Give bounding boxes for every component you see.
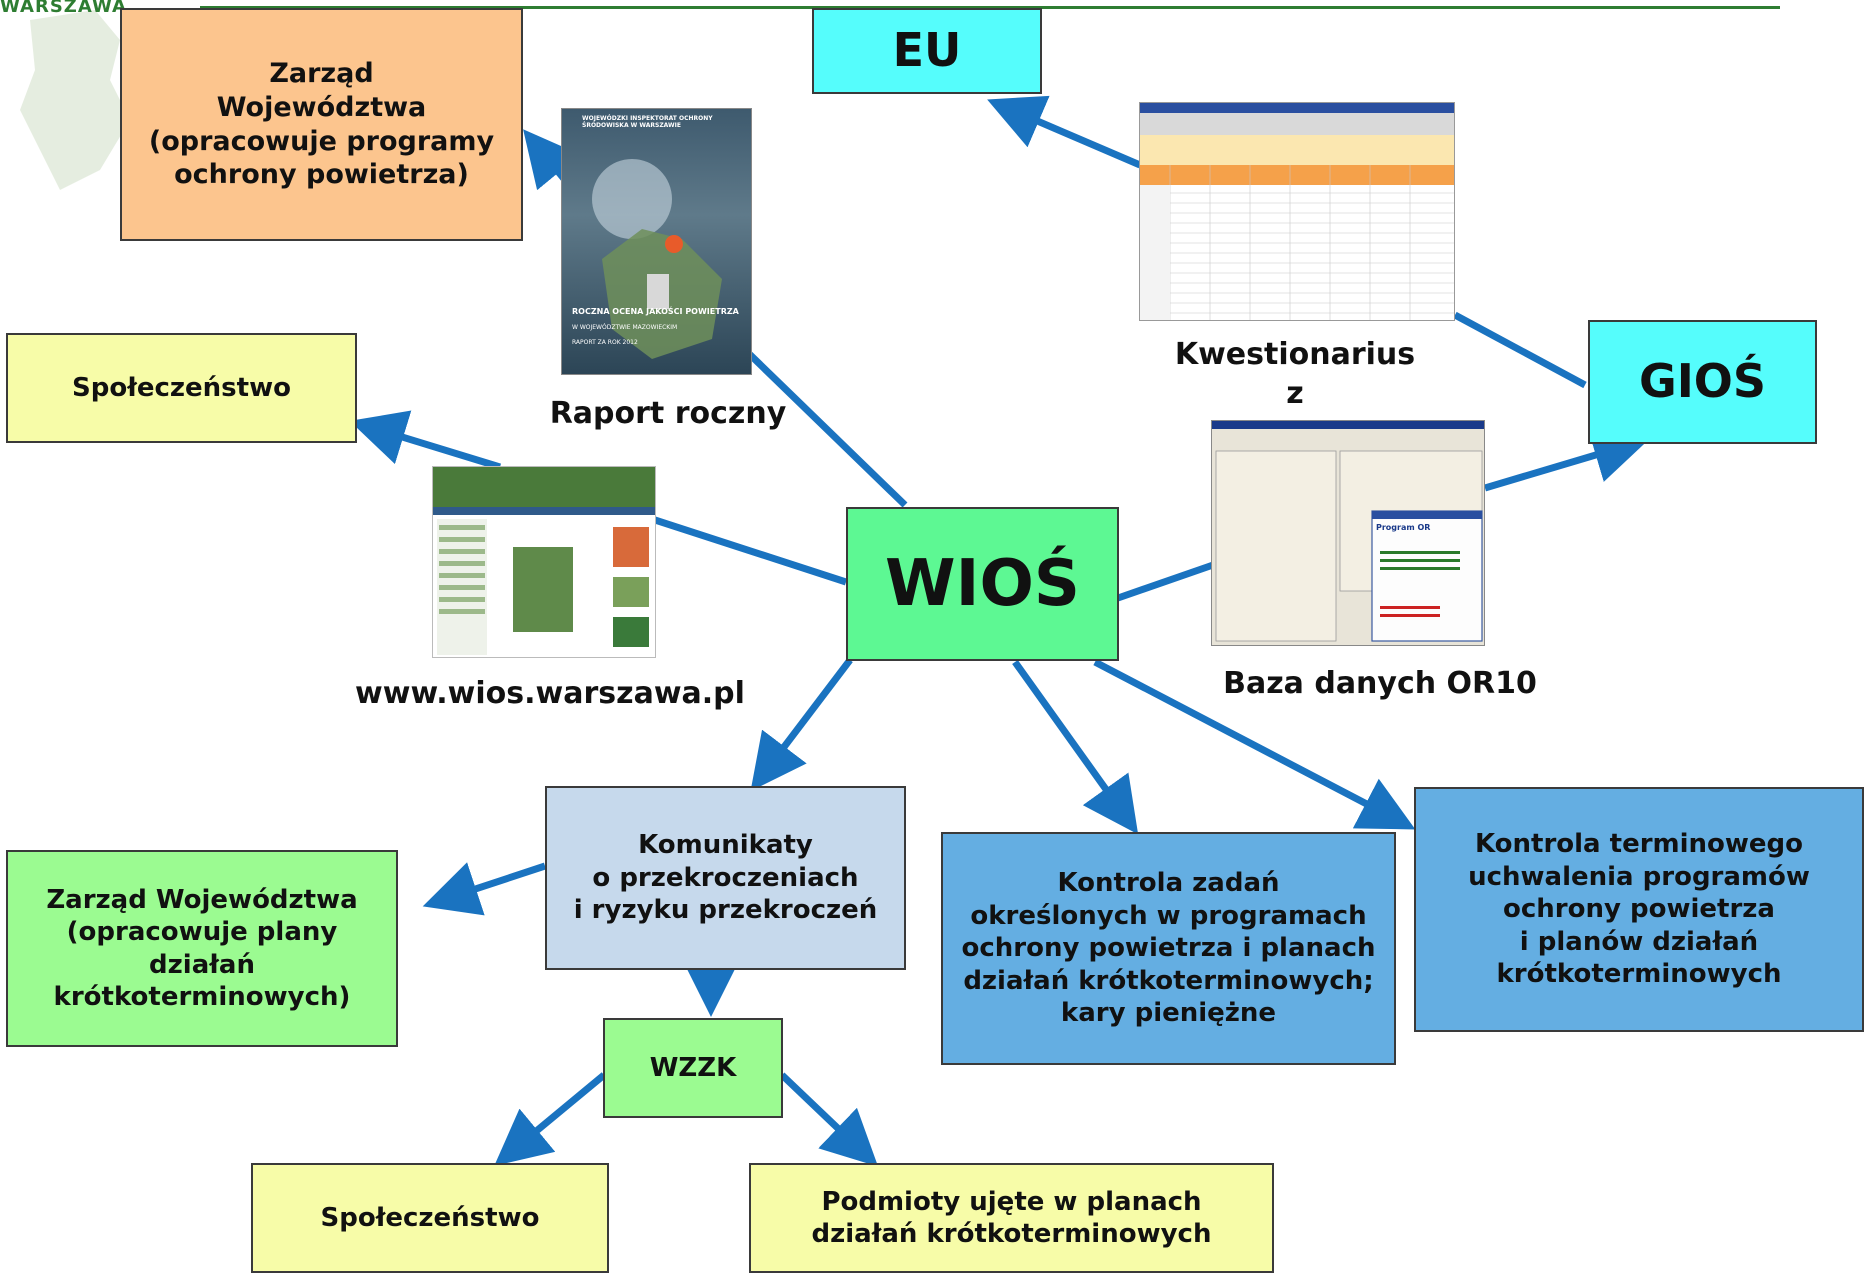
kwestionariusz-spreadsheet-image [1139,102,1455,321]
arrow-wios-kzadan [1012,659,1139,835]
spoleczenstwo-top-box: Społeczeństwo [6,333,357,443]
line: Kontrola zadań [1057,868,1280,899]
gios-box: GIOŚ [1588,320,1817,444]
gios-label: GIOŚ [1638,354,1767,409]
line: Zarząd Województwa [46,884,358,915]
arrow-wios-raport [737,342,908,508]
raport-cover-year: RAPORT ZA ROK 2012 [572,339,638,346]
line: Podmioty ujęte w planach [821,1186,1202,1217]
eu-box: EU [812,8,1042,94]
arrow-wios-komun [750,657,853,792]
arrow-wzzk-spol [494,1072,607,1166]
spreadsheet-graphic [1140,103,1454,320]
raport-cover-subtitle: W WOJEWÓDZTWIE MAZOWIECKIM [572,324,678,331]
arrow-wios-kterm [1093,658,1416,830]
or10-graphic [1212,421,1484,642]
raport-cover-graphic [592,159,722,359]
eu-label: EU [892,23,962,78]
line: uchwalenia programów [1468,861,1810,892]
line: krótkoterminowych [1496,959,1782,990]
website-screenshot-image [432,466,656,658]
raport-cover-header: WOJEWÓDZKI INSPEKTORAT OCHRONY ŚRODOWISK… [582,115,713,130]
arrow-web-spol [349,410,502,471]
raport-cover-title: ROCZNA OCENA JAKOŚCI POWIETRZA [572,307,739,316]
line: Zarząd [269,58,374,89]
wzzk-label: WZZK [649,1052,737,1083]
or10-window-title: Program OR [1376,523,1431,532]
line: ochrony powietrza i planach [961,933,1376,964]
region-map-icon [20,10,130,190]
line: Kwestionarius [1174,337,1416,372]
header-line [200,6,1780,9]
logo: WARSZAWA [0,0,170,330]
arrow-komun-zarzad [422,862,547,916]
line: kary pieniężne [1060,998,1277,1029]
line: o przekroczeniach [592,862,859,893]
website-url-label: www.wios.warszawa.pl [355,676,745,711]
spoleczenstwo-label: Społeczeństwo [320,1202,540,1233]
komunikaty-box: Komunikaty o przekroczeniach i ryzyku pr… [545,786,906,970]
website-graphic [433,467,655,655]
zarzad-wojewodztwa-programy-box: Zarząd Województwa (opracowuje programy … [120,8,523,241]
raport-cover-image: WOJEWÓDZKI INSPEKTORAT OCHRONY ŚRODOWISK… [561,108,752,375]
arrow-gios-kwest [1453,311,1587,389]
kwestionariusz-label: Kwestionarius z [1150,335,1440,413]
line: Kontrola terminowego [1474,829,1804,860]
line: krótkoterminowych) [53,982,351,1012]
kontrola-terminowego-box: Kontrola terminowego uchwalenia programó… [1414,787,1864,1032]
wios-box: WIOŚ [846,507,1119,661]
podmioty-box: Podmioty ujęte w planach działań krótkot… [749,1163,1274,1273]
kontrola-zadan-box: Kontrola zadań określonych w programach … [941,832,1396,1065]
line: działań krótkoterminowych [811,1219,1212,1249]
line: i ryzyku przekroczeń [573,895,878,926]
line: (opracowuje plany [66,917,338,947]
arrow-wzzk-podmioty [779,1072,879,1167]
baza-danych-label: Baza danych OR10 [1223,666,1537,701]
wzzk-box: WZZK [603,1018,783,1118]
line: (opracowuje programy [148,125,495,157]
arrow-kwest-eu [987,95,1142,169]
line: ochrony powietrza) [174,159,469,191]
spoleczenstwo-label: Społeczeństwo [72,372,291,403]
arrow-baza-gios [1484,428,1650,492]
zarzad-wojewodztwa-plany-box: Zarząd Województwa (opracowuje plany dzi… [6,850,398,1047]
line: działań krótkoterminowych; [963,965,1374,996]
line: z [1286,376,1304,411]
line: Komunikaty [638,830,813,861]
or10-database-image: Program OR [1211,420,1485,646]
arrow-wios-baza [1116,561,1215,602]
wios-label: WIOŚ [885,547,1080,621]
line: Województwa [216,91,427,123]
arrow-raport-zarzad [523,129,581,191]
raport-roczny-label: Raport roczny [549,396,787,431]
logo-text: WARSZAWA [0,0,127,17]
line: działań [149,949,255,980]
line: określonych w programach [970,900,1367,931]
arrow-wios-web [653,516,848,586]
line: i planów działań [1519,926,1759,957]
line: ochrony powietrza [1503,894,1775,925]
spoleczenstwo-bottom-box: Społeczeństwo [251,1163,609,1273]
